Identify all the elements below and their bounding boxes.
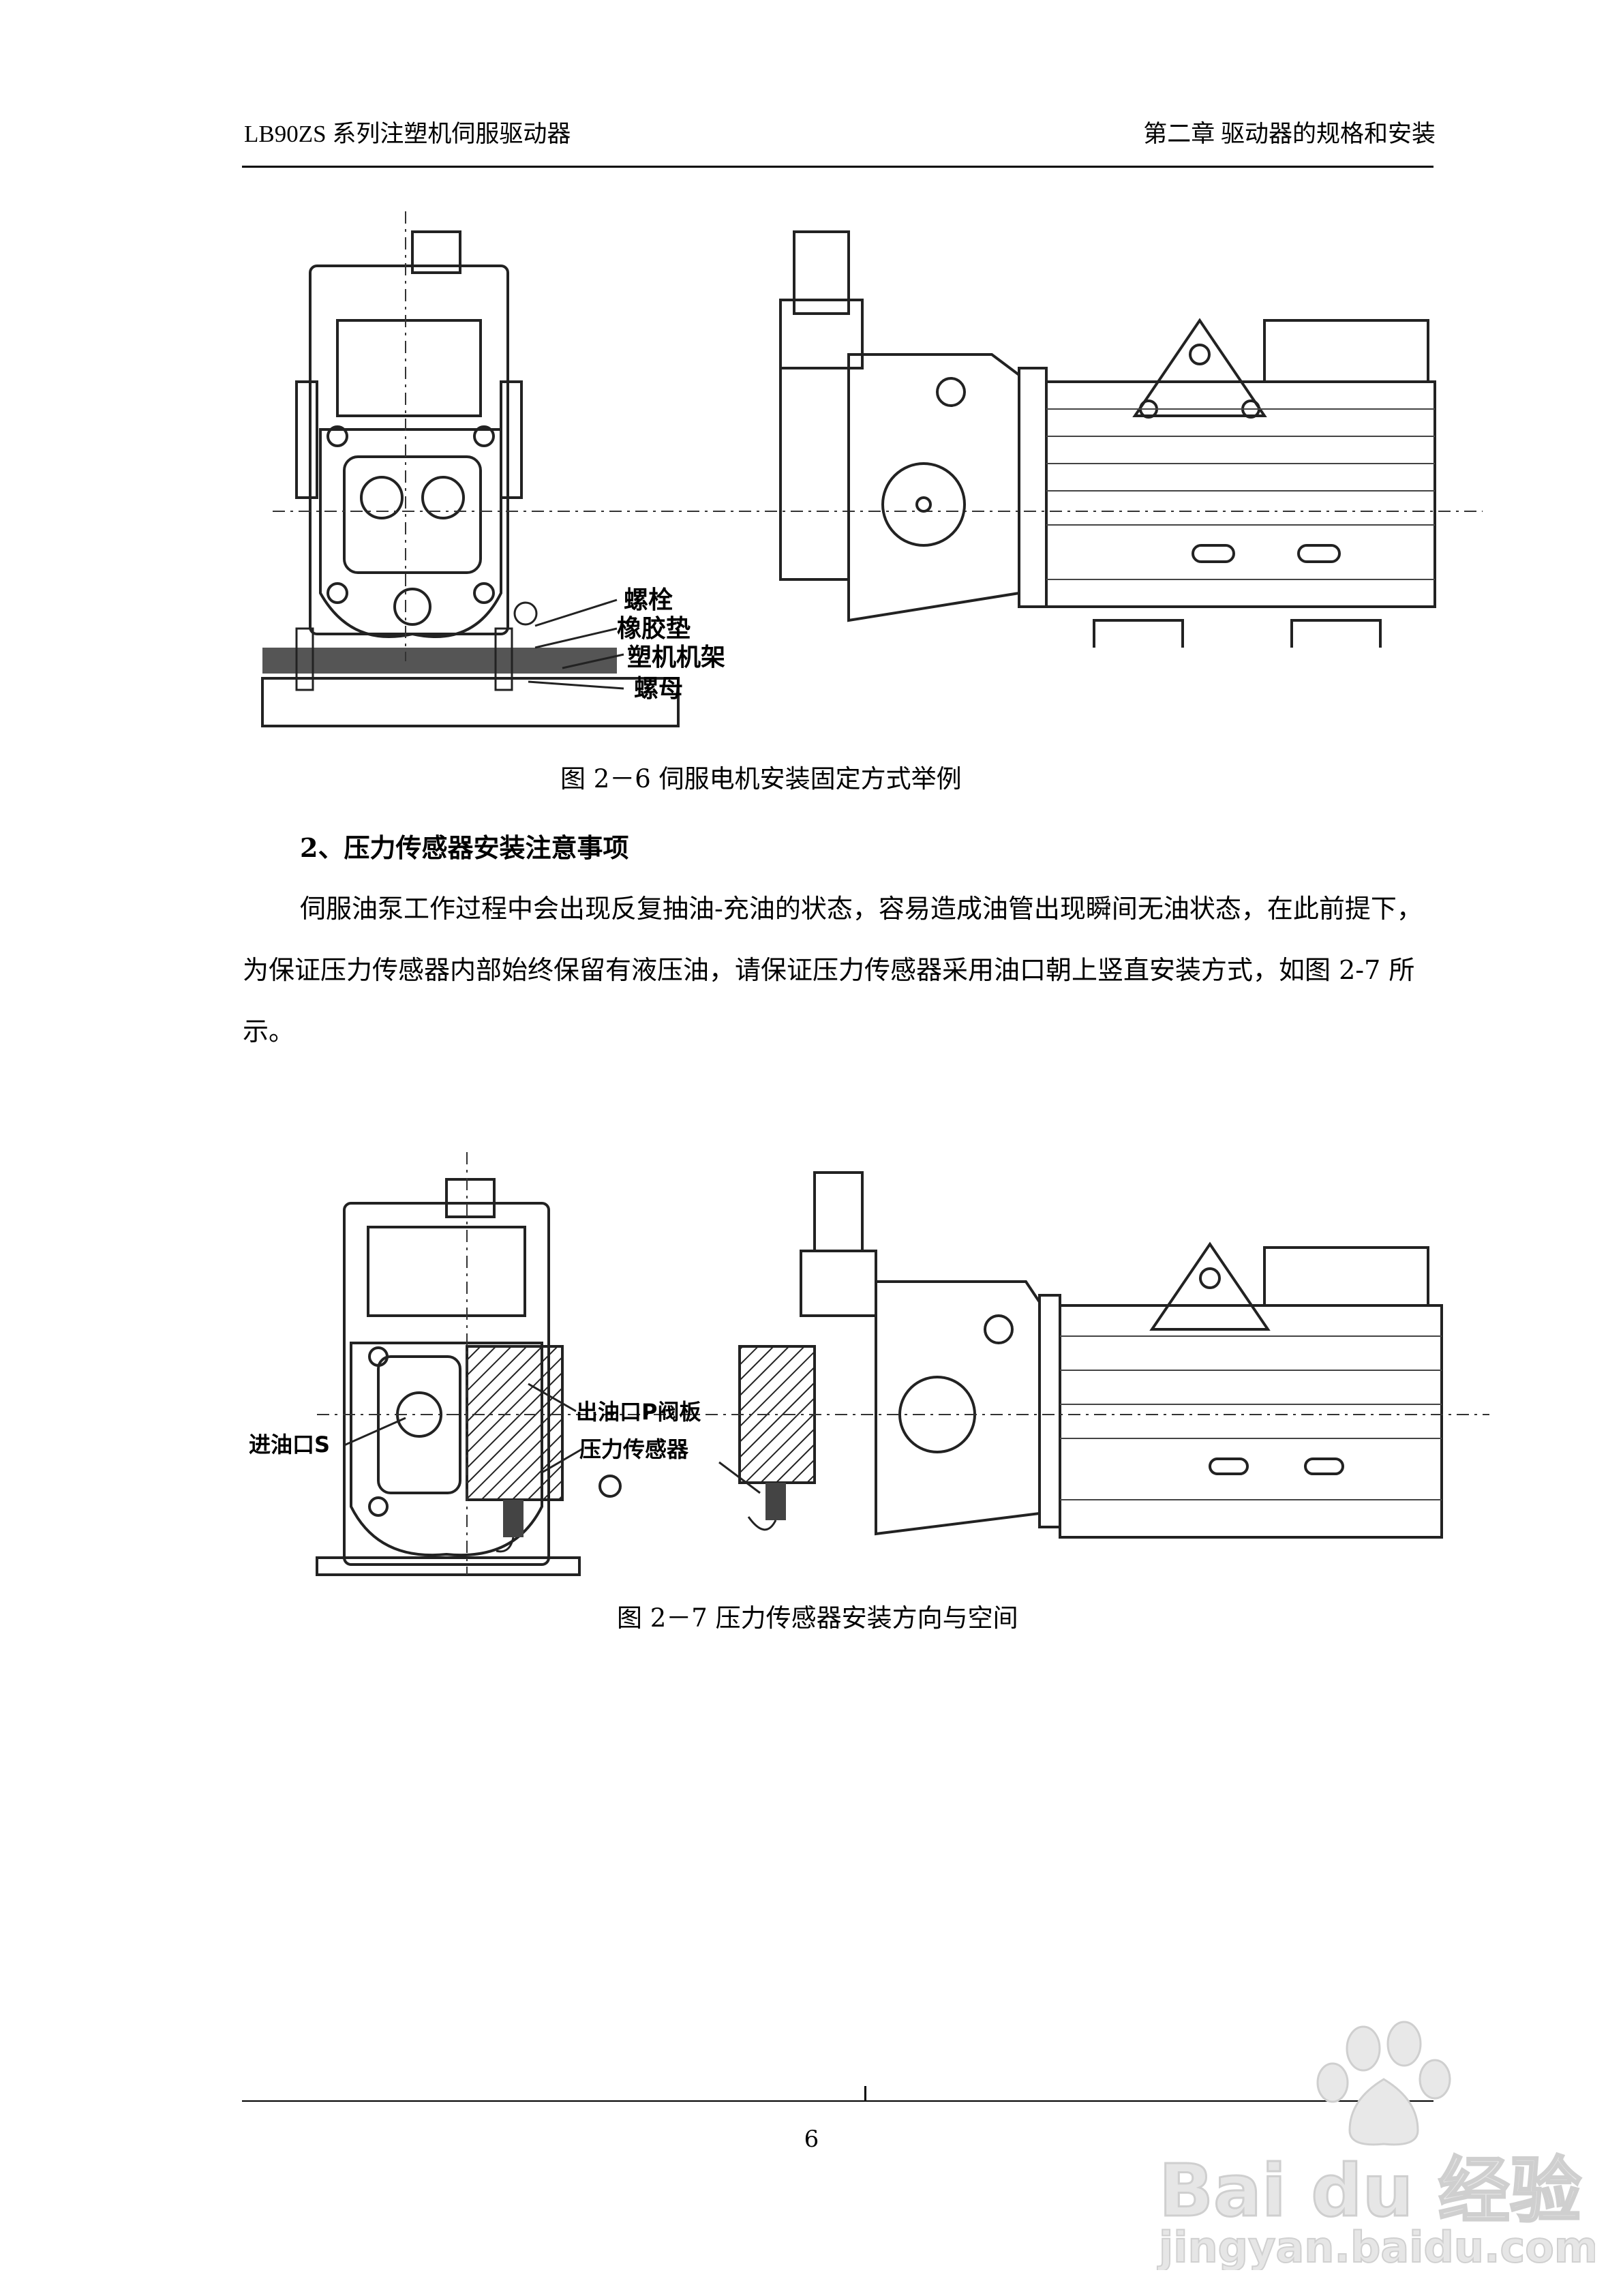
label-inlet-s: 进油口S (249, 1432, 330, 1457)
header-rule (242, 166, 1434, 168)
pump-side-body (847, 353, 1020, 622)
nut-icon (513, 601, 538, 626)
baidu-watermark: Bai du 经验 jingyan.baidu.com (1145, 2011, 1598, 2273)
motor-body-2 (1059, 1304, 1443, 1539)
paragraph-text: 伺服油泵工作过程中会出现反复抽油-充油的状态，容易造成油管出现瞬间无油状态，在此… (243, 894, 1423, 1046)
figure-2-6-drawing: 螺栓 橡胶垫 塑机机架 螺母 (261, 211, 1483, 727)
port-s (360, 476, 404, 519)
solenoid-box (411, 230, 461, 274)
label-pressure-sensor: 压力传感器 (579, 1436, 689, 1462)
pressure-sensor-side (765, 1483, 786, 1520)
motor-lifting-lug (1132, 318, 1267, 417)
watermark-url: jingyan.baidu.com (1157, 2222, 1595, 2270)
valve-block-2 (367, 1226, 526, 1317)
figure-2-7-caption: 图 2－7 压力传感器安装方向与空间 (617, 1603, 1018, 1633)
side-solenoid (793, 230, 850, 315)
valve-plate-front (466, 1345, 564, 1501)
rubber-pad (262, 648, 617, 674)
pump-flange (319, 428, 502, 638)
section-paragraph: 伺服油泵工作过程中会出现反复抽油-充油的状态，容易造成油管出现瞬间无油状态，在此… (243, 878, 1429, 1062)
header-left: LB90ZS 系列注塑机伺服驱动器 (244, 121, 571, 147)
section-title: 2、压力传感器安装注意事项 (300, 832, 629, 863)
figure-2-6: 螺栓 橡胶垫 塑机机架 螺母 (242, 211, 1489, 736)
label-nut: 螺母 (634, 675, 683, 703)
label-outlet-p-plate: 出油口P阀板 (576, 1399, 701, 1425)
pressure-sensor-front (503, 1500, 524, 1537)
label-rubber-pad: 橡胶垫 (617, 615, 691, 643)
machine-frame (261, 677, 680, 727)
side-valve (779, 367, 850, 581)
motor-junction-box (1263, 319, 1429, 383)
figure-2-7: 进油口S 出油口P阀板 压力传感器 (242, 1152, 1489, 1588)
figure-2-7-drawing: 进油口S 出油口P阀板 压力传感器 (249, 1152, 1489, 1576)
footer-mark (864, 2086, 866, 2101)
solenoid-box-2 (445, 1178, 496, 1218)
page-number: 6 (804, 2126, 819, 2153)
figure-2-6-caption: 图 2－6 伺服电机安装固定方式举例 (560, 764, 962, 794)
header-right: 第二章 驱动器的规格和安装 (1143, 121, 1436, 147)
footer-rule (242, 2100, 1434, 2102)
port-p (421, 476, 465, 519)
label-bolt: 螺栓 (624, 586, 673, 614)
label-machine-frame: 塑机机架 (627, 644, 725, 671)
baidu-paw-logo: Bai du 经验 jingyan.baidu.com (1156, 2021, 1598, 2273)
watermark-brand: Bai du 经验 (1159, 2149, 1581, 2233)
valve-block (336, 319, 482, 417)
